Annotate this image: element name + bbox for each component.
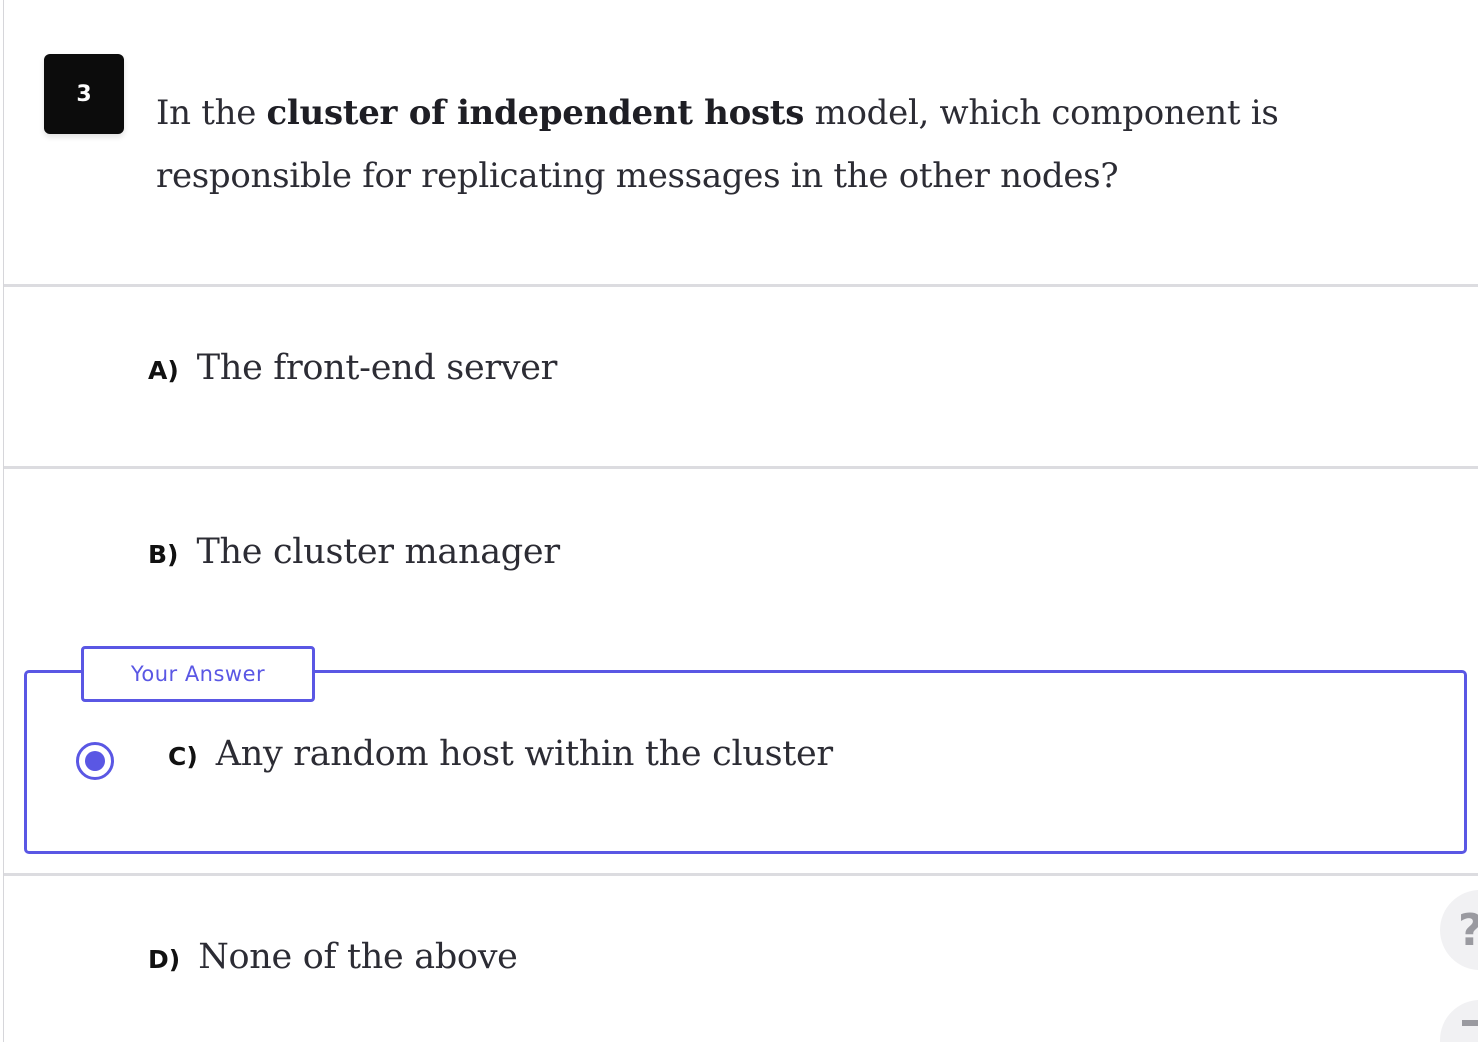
- option-text: The front-end server: [196, 348, 558, 388]
- option-letter: C): [168, 742, 198, 771]
- question-text-emphasis: cluster of independent hosts: [266, 93, 805, 133]
- divider: [4, 873, 1478, 876]
- question-text-end: model, which component is responsible fo…: [156, 93, 1279, 196]
- option-letter: B): [148, 540, 179, 569]
- option-c[interactable]: C) Any random host within the cluster: [168, 734, 833, 774]
- divider: [4, 284, 1478, 287]
- option-letter: D): [148, 945, 181, 974]
- floating-action-button[interactable]: [1440, 1000, 1478, 1042]
- button-glyph: [1462, 1020, 1478, 1026]
- question-number-badge: 3: [44, 54, 124, 134]
- left-border: [3, 0, 4, 1042]
- question-mark-icon[interactable]: ?: [1440, 890, 1478, 970]
- option-text: None of the above: [198, 937, 518, 977]
- radio-selected-icon[interactable]: [76, 742, 114, 780]
- option-a[interactable]: A) The front-end server: [148, 348, 557, 388]
- question-text: In the cluster of independent hosts mode…: [156, 82, 1386, 208]
- option-text: The cluster manager: [196, 532, 560, 572]
- your-answer-label: Your Answer: [81, 646, 315, 702]
- divider: [4, 466, 1478, 469]
- option-letter: A): [148, 356, 179, 385]
- radio-dot: [85, 751, 105, 771]
- option-d[interactable]: D) None of the above: [148, 937, 518, 977]
- question-text-start: In the: [156, 93, 267, 133]
- option-text: Any random host within the cluster: [215, 734, 833, 774]
- option-b[interactable]: B) The cluster manager: [148, 532, 560, 572]
